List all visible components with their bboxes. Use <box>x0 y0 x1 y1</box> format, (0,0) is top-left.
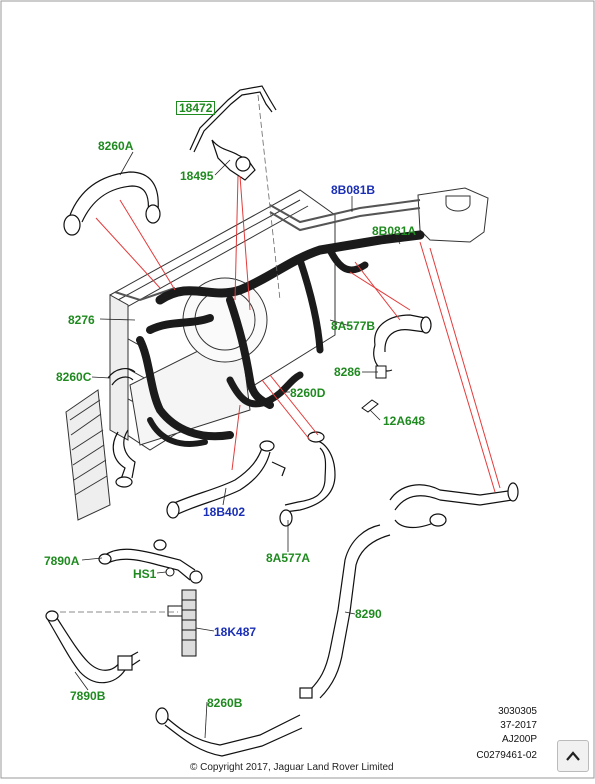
part-label-8A577A[interactable]: 8A577A <box>266 551 311 565</box>
diagram-engine-code: AJ200P <box>501 734 537 745</box>
scroll-to-top-button[interactable] <box>557 740 589 772</box>
hose-7890B <box>45 610 141 684</box>
part-label-8A577B[interactable]: 8A577B <box>331 319 376 333</box>
metal-pipes <box>114 199 421 302</box>
part-label-HS1[interactable]: HS1 <box>133 567 157 581</box>
part-label-18495[interactable]: 18495 <box>180 169 214 183</box>
diagram-ref-number: 3030305 <box>498 706 537 717</box>
part-label-7890B[interactable]: 7890B <box>70 689 106 703</box>
hose-8260B <box>155 707 303 757</box>
part-label-8260B[interactable]: 8260B <box>207 696 243 710</box>
part-label-18K487[interactable]: 18K487 <box>214 625 257 639</box>
intercooler <box>65 389 111 521</box>
part-label-8260A[interactable]: 8260A <box>98 139 134 153</box>
hose-18B402 <box>166 440 286 519</box>
part-label-8276[interactable]: 8276 <box>68 313 95 327</box>
diagram-date-code: 37-2017 <box>500 720 537 731</box>
leader-lines-red <box>95 175 501 493</box>
manifold-18K487 <box>167 589 197 657</box>
hose-8260C <box>107 368 136 386</box>
hose-8A577A <box>279 431 336 527</box>
part-label-18B402[interactable]: 18B402 <box>203 505 246 519</box>
diagram-catalog-id: C0279461-02 <box>476 750 537 761</box>
part-label-8260D[interactable]: 8260D <box>290 386 326 400</box>
valve-18495 <box>211 139 256 181</box>
chevron-up-icon <box>566 751 580 761</box>
hose-8A577B <box>373 314 432 372</box>
hose-7890A <box>98 539 203 584</box>
expansion-tank <box>417 187 489 243</box>
part-label-8B081A[interactable]: 8B081A <box>372 224 417 238</box>
pipe-18472 <box>189 85 277 153</box>
leader-lines-black <box>74 151 401 739</box>
hose-lower-left <box>112 429 136 488</box>
hose-8290 <box>299 482 519 699</box>
part-label-12A648[interactable]: 12A648 <box>383 414 426 428</box>
part-label-8B081B[interactable]: 8B081B <box>331 183 376 197</box>
part-label-8260C[interactable]: 8260C <box>56 370 92 384</box>
sensor-8286 <box>361 365 387 413</box>
hose-8260A <box>63 171 161 236</box>
part-label-8286[interactable]: 8286 <box>334 365 361 379</box>
part-label-18472[interactable]: 18472 <box>176 101 216 115</box>
part-label-7890A[interactable]: 7890A <box>44 554 80 568</box>
copyright-notice: © Copyright 2017, Jaguar Land Rover Limi… <box>190 762 394 773</box>
part-label-8290[interactable]: 8290 <box>355 607 382 621</box>
dark-hoses <box>136 230 425 447</box>
clip-HS1 <box>165 567 175 577</box>
